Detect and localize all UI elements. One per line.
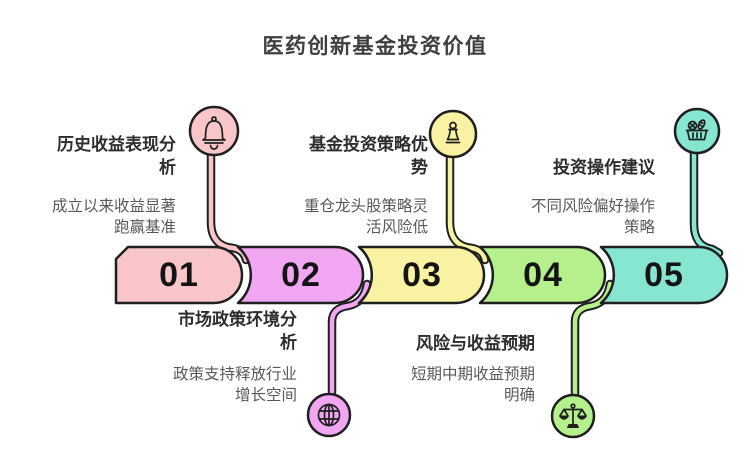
step-5-description: 不同风险偏好操作 策略 bbox=[523, 196, 655, 238]
step-1-title: 历史收益表现分 析 bbox=[44, 133, 176, 179]
step-1-desc-line-1: 成立以来收益显著 bbox=[51, 198, 176, 215]
connector-line-4 bbox=[572, 281, 613, 397]
step-5-title: 投资操作建议 bbox=[523, 156, 655, 179]
connector-line-2 bbox=[329, 281, 370, 395]
step-2-title-line-1: 市场政策环境分 bbox=[178, 310, 297, 329]
ribbon-step-5 bbox=[599, 245, 729, 305]
icon-circles bbox=[188, 105, 721, 439]
step-2-title: 市场政策环境分 析 bbox=[165, 308, 297, 354]
step-1-number: 01 bbox=[159, 256, 199, 294]
step-4-description: 短期中期收益预期 明确 bbox=[403, 364, 535, 406]
basket-icon bbox=[685, 119, 709, 141]
ribbon-step-3 bbox=[357, 245, 486, 305]
step-4-title: 风险与收益预期 bbox=[403, 332, 535, 355]
step-1-desc-line-2: 跑赢基准 bbox=[113, 219, 176, 236]
connector-lines bbox=[206, 147, 724, 399]
step-5-title-line-1: 投资操作建议 bbox=[553, 158, 655, 177]
ribbon-step-4 bbox=[478, 245, 607, 305]
step-4-title-line-1: 风险与收益预期 bbox=[416, 334, 535, 353]
step-5-desc-line-1: 不同风险偏好操作 bbox=[530, 198, 655, 215]
step-5-number: 05 bbox=[644, 256, 684, 294]
step-1-title-line-1: 历史收益表现分 bbox=[57, 135, 176, 154]
page-title: 医药创新基金投资价值 bbox=[262, 35, 488, 58]
step-4-number: 04 bbox=[523, 256, 563, 294]
step-3-number: 03 bbox=[402, 256, 442, 294]
step-4-desc-line-1: 短期中期收益预期 bbox=[410, 366, 535, 383]
step-3-description: 重仓龙头股策略灵 活风险低 bbox=[296, 196, 428, 238]
step-3-desc-line-1: 重仓龙头股策略灵 bbox=[303, 198, 428, 215]
bell-icon bbox=[202, 116, 226, 150]
scales-icon bbox=[559, 403, 587, 428]
step-2-desc-line-1: 政策支持释放行业 bbox=[172, 366, 297, 383]
step-5-desc-line-2: 策略 bbox=[623, 219, 655, 236]
ribbon-step-1 bbox=[114, 245, 244, 305]
step-2-desc-line-2: 增长空间 bbox=[234, 387, 297, 404]
connector-line-3 bbox=[447, 152, 488, 263]
step-2-number: 02 bbox=[281, 256, 321, 294]
connector-line-3-outline bbox=[445, 150, 490, 265]
step-4-desc-line-2: 明确 bbox=[503, 387, 535, 404]
ribbon-row bbox=[114, 245, 729, 305]
step-2-description: 政策支持释放行业 增长空间 bbox=[165, 364, 297, 406]
step-3-desc-line-2: 活风险低 bbox=[365, 219, 428, 236]
step-1-description: 成立以来收益显著 跑赢基准 bbox=[44, 196, 176, 238]
globe-icon bbox=[317, 403, 341, 427]
icon-circle-1 bbox=[188, 105, 240, 157]
step-3-title: 基金投资策略优 势 bbox=[296, 133, 428, 179]
chess-piece-icon bbox=[445, 121, 461, 144]
connector-line-1-outline bbox=[206, 147, 251, 265]
step-2-title-line-2: 析 bbox=[280, 333, 297, 352]
icon-circle-3 bbox=[428, 109, 478, 159]
step-3-title-line-1: 基金投资策略优 bbox=[309, 135, 428, 154]
ribbon-step-2 bbox=[236, 245, 365, 305]
step-3-title-line-2: 势 bbox=[411, 158, 428, 177]
step-1-title-line-2: 析 bbox=[159, 158, 176, 177]
